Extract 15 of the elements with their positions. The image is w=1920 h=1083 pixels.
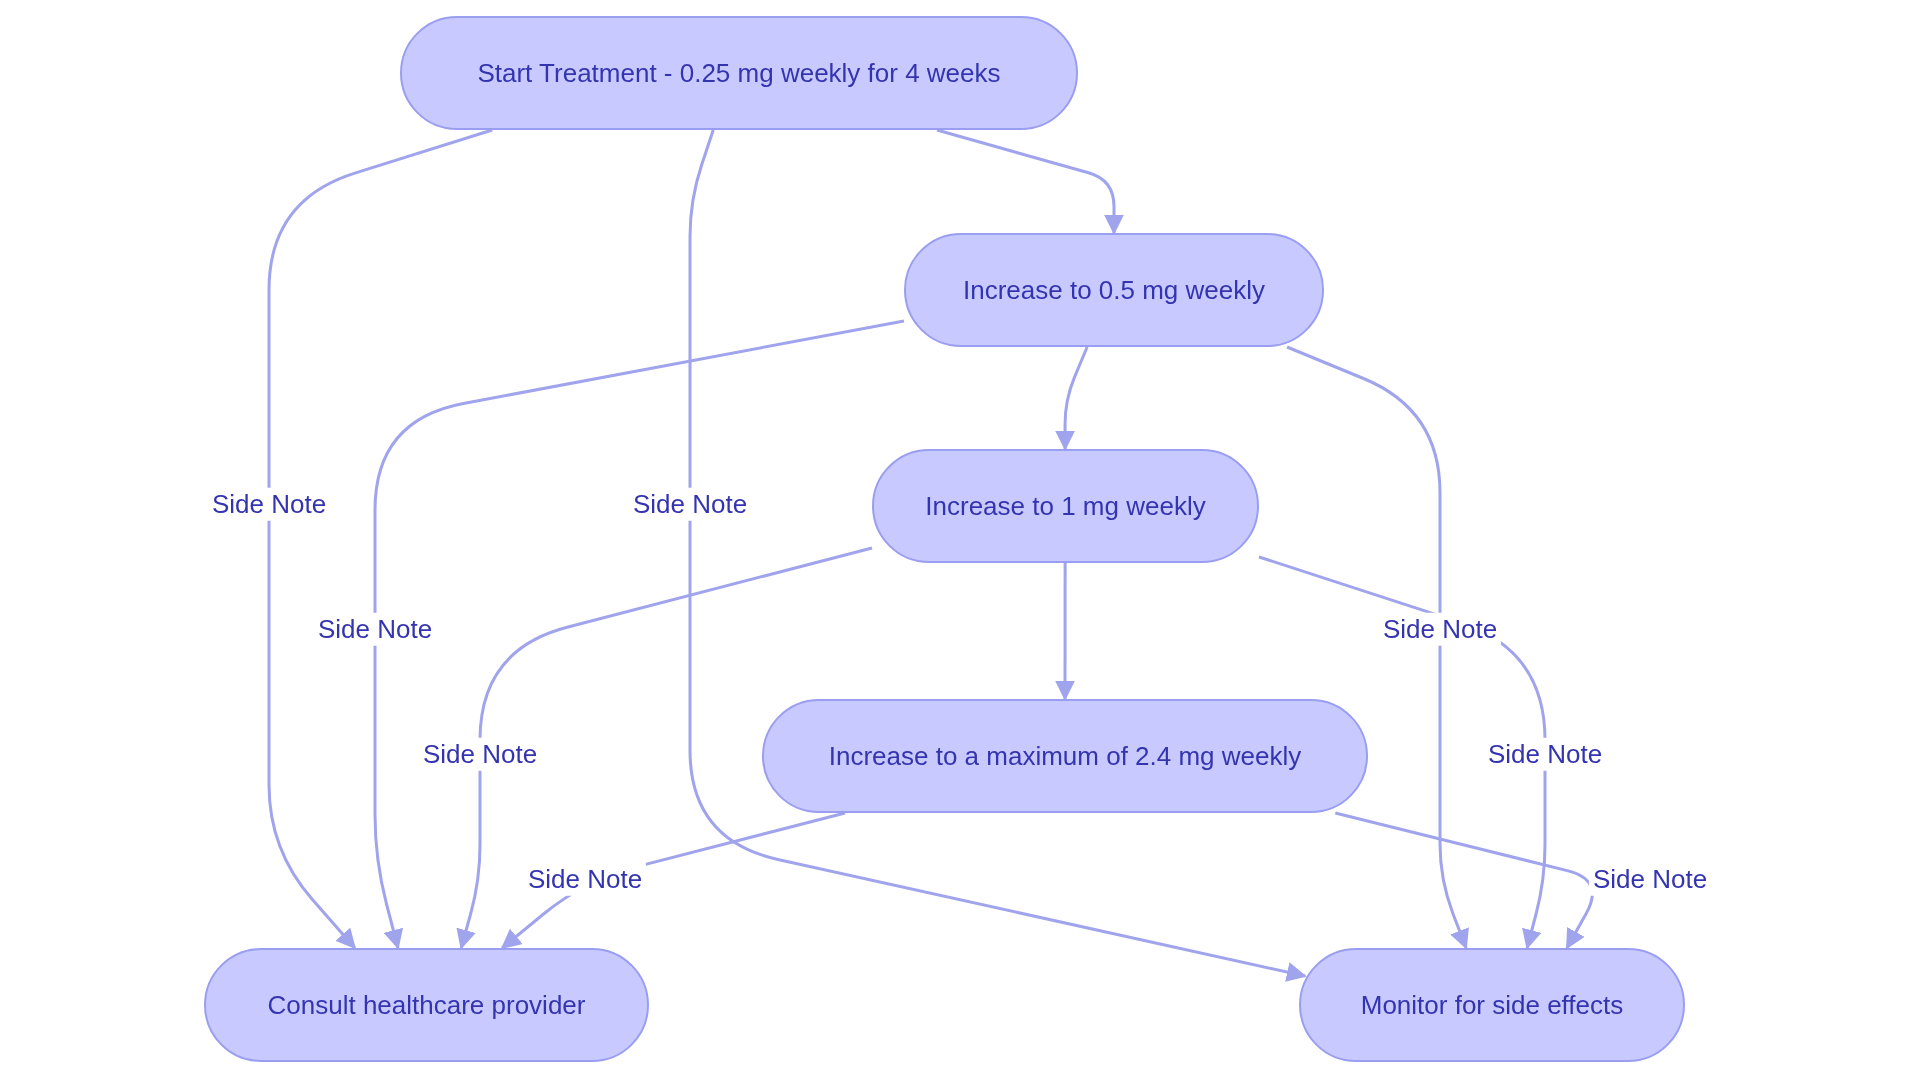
node-text: Increase to 0.5 mg weekly bbox=[962, 273, 1265, 307]
arrow bbox=[1286, 345, 1469, 950]
arrow bbox=[688, 129, 1307, 982]
arrow bbox=[456, 546, 873, 950]
arrow bbox=[1334, 811, 1594, 950]
arrow bbox=[373, 319, 905, 950]
arrow bbox=[1055, 346, 1089, 451]
arrow bbox=[267, 128, 493, 950]
arrow bbox=[1055, 563, 1075, 701]
node-text: Increase to 1 mg weekly bbox=[925, 489, 1206, 523]
node-text: Consult healthcare provider bbox=[267, 988, 586, 1022]
node-text: Increase to a maximum of 2.4 mg weekly bbox=[828, 739, 1302, 773]
arrow bbox=[936, 128, 1124, 235]
node-text: Start Treatment - 0.25 mg weekly for 4 weeks bbox=[477, 56, 1001, 90]
node-text: Monitor for side effects bbox=[1360, 988, 1624, 1022]
